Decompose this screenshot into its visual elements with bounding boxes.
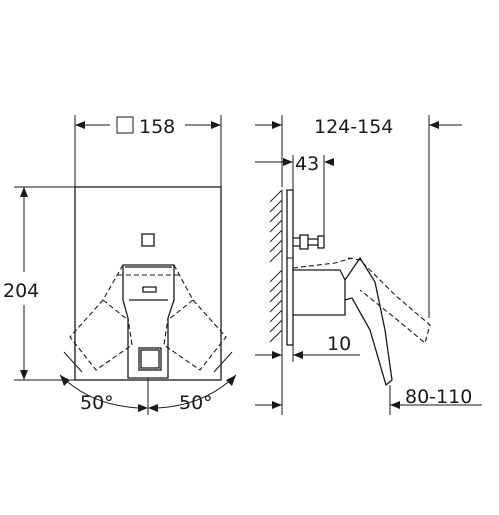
height-label: 204 (3, 280, 39, 302)
dimension-total-depth: 124-154 (255, 115, 462, 318)
dimension-plate-width: 158 (74, 115, 222, 187)
dimension-wall-gap: 10 (255, 333, 360, 362)
dimension-height: 204 (3, 186, 125, 381)
angle-right-label: 50° (179, 392, 213, 414)
lever-rotated-positions (69, 264, 227, 371)
lever-side-rotated (292, 257, 431, 344)
wall-hatching (269, 189, 283, 345)
total-depth-label: 124-154 (314, 116, 393, 138)
diverter-stem (293, 234, 325, 250)
handle-offset-label: 43 (295, 153, 319, 175)
lever-handle (122, 264, 175, 379)
plate-width-label: 158 (139, 116, 175, 138)
plate-profile (286, 189, 294, 346)
cover-plate (74, 186, 222, 381)
lever-side-profile (293, 256, 393, 387)
angle-left-label: 50° (80, 392, 114, 414)
projection-label: 80-110 (405, 386, 472, 408)
diverter-button (141, 233, 155, 247)
wall-gap-label: 10 (327, 333, 351, 355)
dimension-handle-offset: 43 (255, 153, 334, 236)
square-symbol (116, 116, 134, 134)
front-view: 158 204 50° 50° (3, 115, 237, 415)
angle-markers: 50° 50° (59, 351, 237, 415)
side-view: 124-154 43 10 80-110 (255, 115, 482, 415)
dimension-projection: 80-110 (255, 345, 482, 415)
